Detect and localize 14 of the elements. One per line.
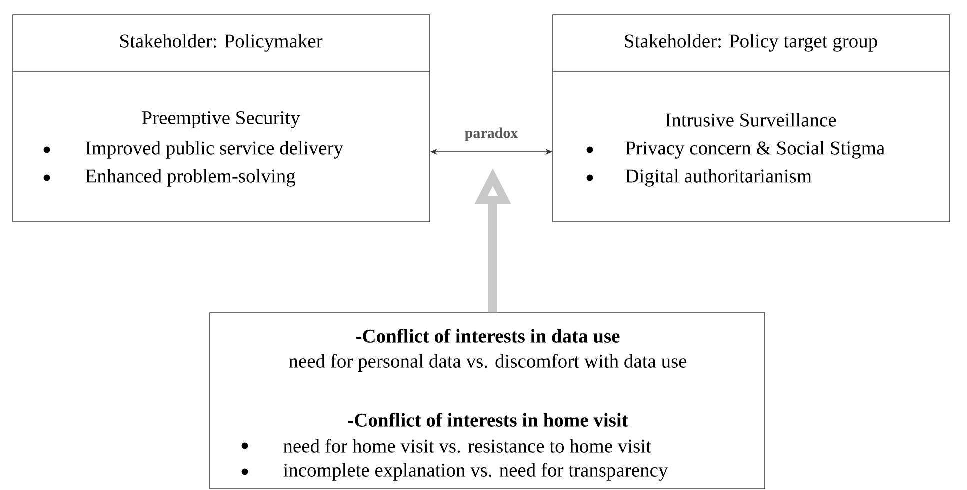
box-heading: Stakeholder: Policy target group: [625, 34, 878, 52]
box-text: need for personal data vs. discomfort with data use: [289, 354, 687, 372]
bullet-item: need for home visit vs. resistance to home visit: [242, 439, 652, 453]
box-heading: Stakeholder: Policymaker: [120, 34, 323, 52]
bullet-item: Enhanced problem-solving: [44, 169, 296, 187]
bullet-item: Digital authoritarianism: [586, 169, 812, 187]
section-heading: -Conflict of interests in home visit: [348, 413, 628, 427]
bullet-item: incomplete explanation vs. need for transparency: [242, 463, 668, 481]
box-text: Preemptive Security: [142, 111, 300, 129]
bullet-item: Privacy concern & Social Stigma: [586, 141, 885, 159]
bullet-item: Improved public service delivery: [44, 141, 344, 159]
box-text: Intrusive Surveillance: [666, 113, 836, 127]
section-heading: -Conflict of interests in data use: [356, 329, 620, 343]
edge-label: paradox: [464, 126, 520, 142]
